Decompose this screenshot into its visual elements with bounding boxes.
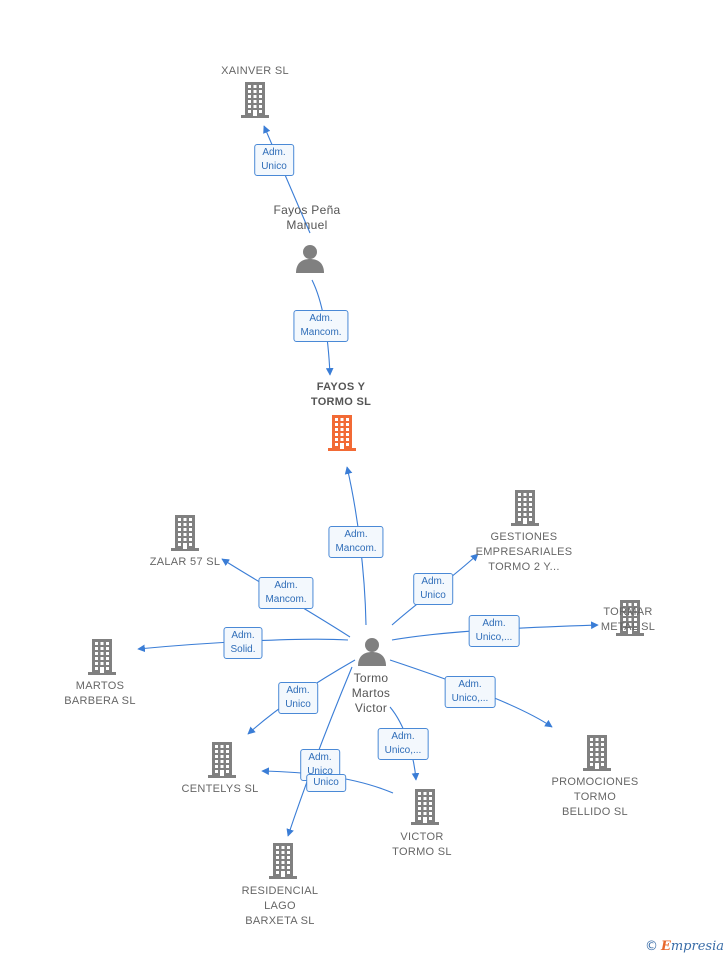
edge-label-fayos-pena-to-xainver[interactable]: Adm. Unico — [254, 144, 294, 176]
node-label-centelys[interactable]: CENTELYS SL — [181, 783, 259, 795]
building-icon — [328, 415, 356, 451]
node-label-tormo-martos[interactable]: Tormo Martos Victor — [351, 671, 391, 715]
node-label-residencial[interactable]: RESIDENCIAL LAGO BARXETA SL — [241, 885, 319, 927]
person-icon — [358, 638, 386, 666]
building-icon — [88, 639, 116, 675]
node-label-promociones[interactable]: PROMOCIONES TORMO BELLIDO SL — [551, 776, 639, 818]
edge-label-tormo-martos-to-centelys[interactable]: Adm. Unico — [278, 682, 318, 714]
edge-label-tormo-martos-to-fayos-tormo[interactable]: Adm. Mancom. — [328, 526, 384, 558]
building-icon — [269, 843, 297, 879]
building-icon — [171, 515, 199, 551]
node-label-gestiones[interactable]: GESTIONES EMPRESARIALES TORMO 2 Y... — [475, 531, 573, 573]
edge-label-tormo-martos-to-victor-tormo[interactable]: Adm. Unico,... — [377, 728, 429, 760]
building-icon — [583, 735, 611, 771]
edge-label-tormo-martos-to-martos-barbera[interactable]: Adm. Solid. — [223, 627, 263, 659]
copyright-icon: © — [644, 939, 658, 954]
edge-fayos-pena-to-xainver — [263, 125, 311, 234]
building-icon — [616, 600, 644, 636]
building-icon — [208, 742, 236, 778]
edge-label-tormo-martos-to-zalar[interactable]: Adm. Mancom. — [258, 577, 314, 609]
edge-label-tormo-martos-to-gestiones[interactable]: Adm. Unico — [413, 573, 453, 605]
node-label-xainver[interactable]: XAINVER SL — [221, 65, 289, 77]
node-label-zalar[interactable]: ZALAR 57 SL — [149, 556, 221, 568]
edge-label-victor-tormo-to-centelys[interactable]: Unico — [306, 774, 346, 792]
node-label-tormar[interactable]: TORMAR METAL SL — [600, 606, 656, 633]
person-icon — [296, 245, 324, 273]
edge-label-tormo-martos-to-promociones[interactable]: Adm. Unico,... — [444, 676, 496, 708]
node-label-martos-barbera[interactable]: MARTOS BARBERA SL — [64, 680, 136, 707]
building-icon — [511, 490, 539, 526]
node-label-fayos-tormo[interactable]: FAYOS Y TORMO SL — [310, 381, 372, 408]
node-label-victor-tormo[interactable]: VICTOR TORMO SL — [392, 831, 452, 858]
node-label-fayos-pena[interactable]: Fayos Peña Manuel — [273, 203, 341, 232]
empresia-logo[interactable]: ©Empresia — [644, 939, 724, 954]
building-icon — [241, 82, 269, 118]
edge-label-tormo-martos-to-tormar[interactable]: Adm. Unico,... — [468, 615, 520, 647]
edge-label-fayos-pena-to-fayos-tormo[interactable]: Adm. Mancom. — [293, 310, 349, 342]
building-icon — [411, 789, 439, 825]
